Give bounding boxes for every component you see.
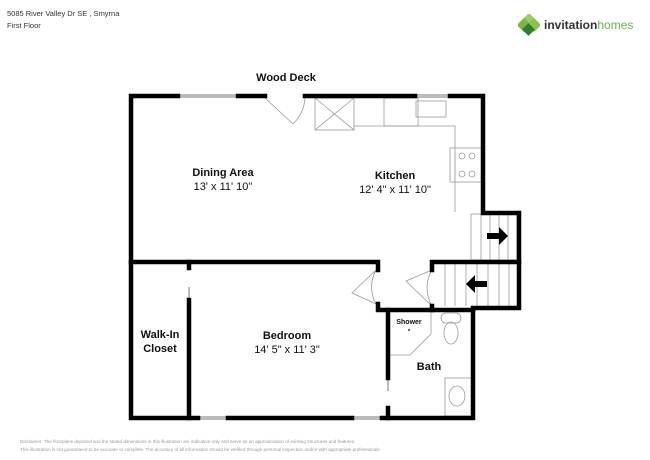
- logo-mark-icon: [518, 14, 540, 36]
- bedroom-dims: 14' 5" x 11' 3": [254, 344, 320, 356]
- deck-door: [264, 97, 306, 125]
- floor-label: First Floor: [7, 21, 41, 30]
- bedroom-door: [351, 269, 377, 305]
- shower-label: Shower: [396, 319, 422, 326]
- logo-text-homes: homes: [597, 18, 634, 32]
- walls: [128, 93, 522, 421]
- shower-drain-icon: [408, 329, 410, 331]
- fixtures: [264, 97, 518, 417]
- closet-label-line1: Walk-In: [141, 329, 180, 341]
- invitation-homes-logo: invitationhomes: [518, 14, 633, 36]
- dining-area-dims: 13' x 11' 10": [194, 181, 253, 193]
- dishwasher: [383, 97, 419, 127]
- dining-area-label: Dining Area: [192, 167, 254, 179]
- toilet: [440, 312, 462, 324]
- wood-deck-label: Wood Deck: [256, 72, 317, 84]
- disclaimer-line1: Disclaimer: The floorplans depicted and …: [20, 439, 356, 444]
- logo-text-invitation: invitation: [544, 18, 598, 32]
- kitchen-label: Kitchen: [375, 170, 416, 182]
- kitchen-dims: 12' 4" x 11' 10": [359, 184, 431, 196]
- arrow-right-icon: [487, 227, 508, 245]
- shower: [390, 312, 432, 356]
- kitchen-sink: [415, 100, 447, 118]
- disclaimer-line2: This illustration is not guaranteed to b…: [20, 447, 381, 452]
- address: 5085 River Valley Dr SE , Smyrna: [7, 9, 120, 18]
- windows: [178, 94, 450, 420]
- bath-door: [405, 269, 433, 307]
- bedroom-label: Bedroom: [263, 330, 312, 342]
- bath-label: Bath: [417, 361, 442, 373]
- arrow-left-icon: [466, 275, 487, 293]
- closet-label-line2: Closet: [143, 343, 177, 355]
